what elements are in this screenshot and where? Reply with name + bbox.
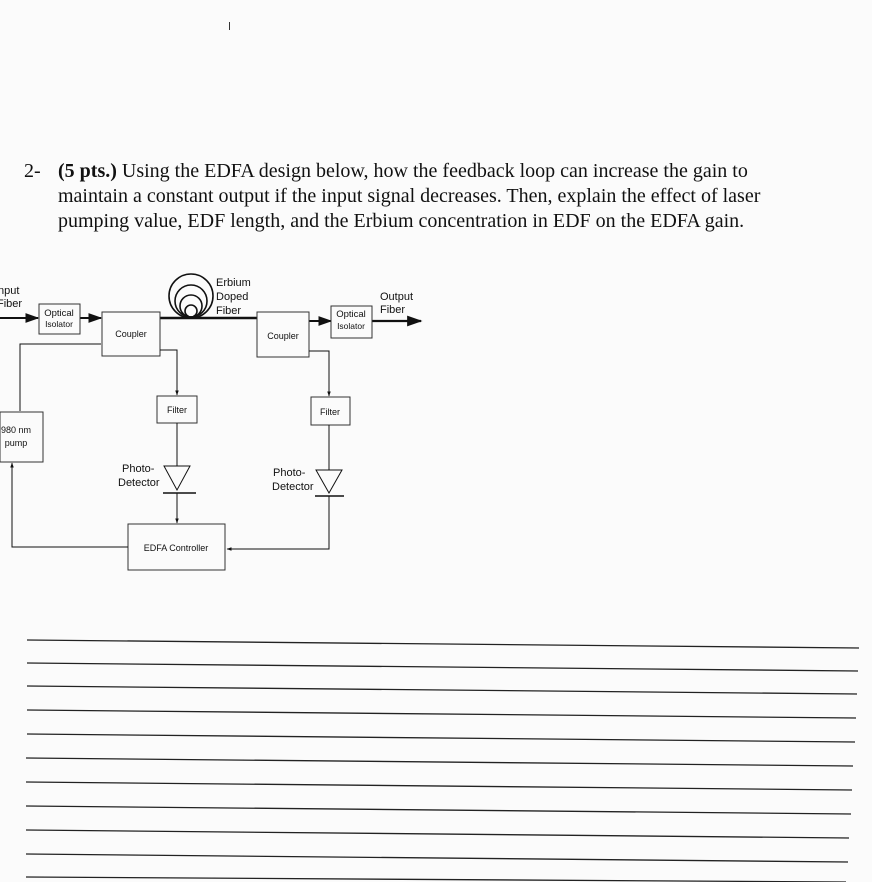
optical-isolator-out-box <box>330 305 373 339</box>
pump-to-coupler-line <box>19 343 101 411</box>
edfa-controller-label: EDFA Controller <box>144 543 209 553</box>
detector-right-to-controller-line <box>226 496 330 551</box>
answer-lines <box>25 639 860 882</box>
coupler-in-label: Coupler <box>115 329 147 339</box>
answer-line <box>25 876 847 882</box>
photo-detector-right-icon <box>315 469 344 497</box>
answer-line <box>25 781 853 791</box>
optical-isolator-in-label-1: Optical <box>44 308 74 319</box>
edfa-controller-box <box>127 523 226 571</box>
header-tick-mark <box>229 22 230 30</box>
optical-isolator-in-label-2: Isolator <box>45 319 73 329</box>
erbium-label: Erbium <box>216 277 251 289</box>
question-text: (5 pts.) Using the EDFA design below, ho… <box>58 159 848 234</box>
pump-label-2: pump <box>5 438 28 448</box>
output-fiber-label-2: Fiber <box>380 304 405 316</box>
output-fiber-label-1: Output <box>380 291 413 303</box>
photo-detector-right-label-1: Photo- <box>273 467 306 479</box>
photo-detector-right-label-2: Detector <box>272 481 314 493</box>
photo-detector-left-icon <box>163 465 196 494</box>
erbium-fiber-coil-icon <box>168 273 214 319</box>
question-points: (5 pts.) <box>58 160 117 182</box>
question-text-line-1: Using the EDFA design below, how the fee… <box>116 160 748 182</box>
photo-detector-left-label-1: Photo- <box>122 463 155 475</box>
answer-line <box>26 733 856 743</box>
component-boxes <box>0 303 373 571</box>
input-fiber-label-2: Fiber <box>0 298 22 310</box>
feedback-wiring <box>10 343 331 551</box>
filter-right-label: Filter <box>320 407 340 417</box>
signal-path <box>0 313 423 327</box>
coupler-out-label: Coupler <box>267 331 299 341</box>
pump-box <box>0 411 44 463</box>
answer-line <box>26 662 859 672</box>
answer-line <box>26 709 857 719</box>
answer-line <box>26 685 858 695</box>
controller-to-pump-line <box>10 462 128 548</box>
answer-line <box>25 853 849 863</box>
answer-line <box>25 757 854 767</box>
filter-left-label: Filter <box>167 405 187 415</box>
photo-detector-left-label-2: Detector <box>118 477 160 489</box>
fiber-label: Fiber <box>216 305 241 317</box>
question-line-1: (5 pts.) Using the EDFA design below, ho… <box>58 159 848 184</box>
filter-right-box <box>310 396 351 426</box>
pump-label-1: 980 nm <box>1 425 31 435</box>
optical-isolator-out-label-1: Optical <box>336 309 366 320</box>
diagram-labels: nput Fiber Optical Isolator Coupler Erbi… <box>0 277 413 553</box>
optical-isolator-out-label-2: Isolator <box>337 321 365 331</box>
doped-label: Doped <box>216 291 248 303</box>
answer-line <box>25 805 852 815</box>
coupler-in-box <box>101 311 161 357</box>
answer-line <box>25 829 850 839</box>
question-text-line-3: pumping value, EDF length, and the Erbiu… <box>58 210 745 232</box>
input-fiber-label-1: nput <box>0 285 19 297</box>
question-text-line-2: maintain a constant output if the input … <box>58 185 761 207</box>
tap-right-line <box>309 350 331 397</box>
question-number: 2- <box>24 160 41 182</box>
coupler-out-box <box>256 311 310 358</box>
optical-isolator-in-box <box>38 303 81 335</box>
tap-left-line <box>160 349 179 396</box>
answer-line <box>26 639 860 649</box>
